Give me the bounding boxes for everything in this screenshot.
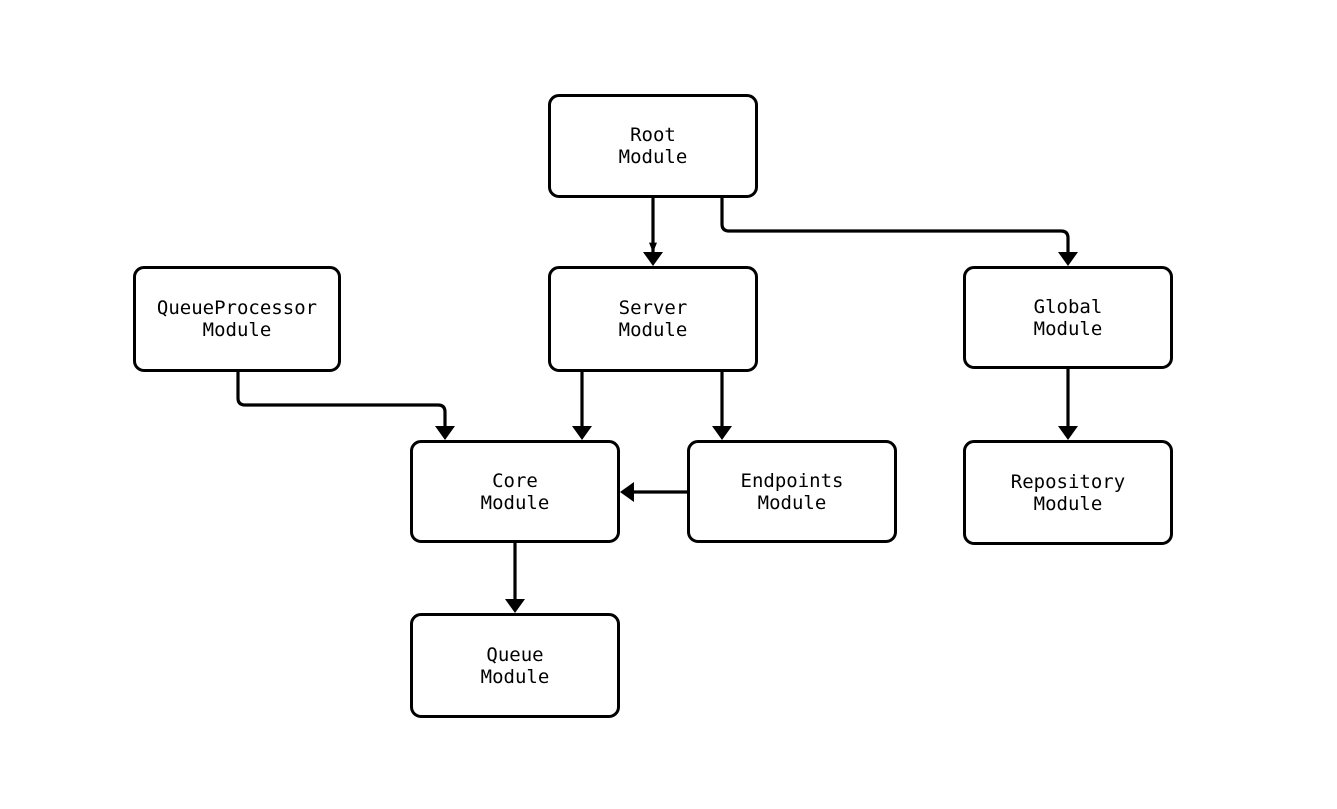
node-endpoints-module-label-line1: Endpoints [740,469,844,492]
node-queueprocessor-module[interactable]: QueueProcessor Module [133,266,341,372]
node-root-module-label-line1: Root [630,124,676,146]
node-repository-module-label-line1: Repository [1010,470,1126,493]
node-global-module-label-line1: Global [1033,295,1103,318]
node-server-module-label-line2: Module [618,319,688,341]
node-queue-module-label-line2: Module [480,665,550,688]
node-root-module[interactable]: Root Module [548,94,758,198]
node-server-module-label-line1: Server [618,297,688,319]
node-queueprocessor-module-label-line2: Module [202,319,272,341]
node-queue-module-label-line1: Queue [486,643,544,666]
node-core-module-label-line1: Core [492,469,538,492]
node-root-module-label-line2: Module [618,146,688,168]
node-server-module[interactable]: Server Module [548,266,758,372]
node-global-module[interactable]: Global Module [963,266,1173,369]
node-core-module-label-line2: Module [480,491,550,514]
node-endpoints-module-label-line2: Module [757,491,827,514]
node-queue-module[interactable]: Queue Module [410,613,620,718]
node-core-module[interactable]: Core Module [410,440,620,543]
node-repository-module[interactable]: Repository Module [963,440,1173,545]
node-endpoints-module[interactable]: Endpoints Module [687,440,897,543]
node-global-module-label-line2: Module [1033,317,1103,340]
node-queueprocessor-module-label-line1: QueueProcessor [156,297,318,319]
node-repository-module-label-line2: Module [1033,492,1103,515]
